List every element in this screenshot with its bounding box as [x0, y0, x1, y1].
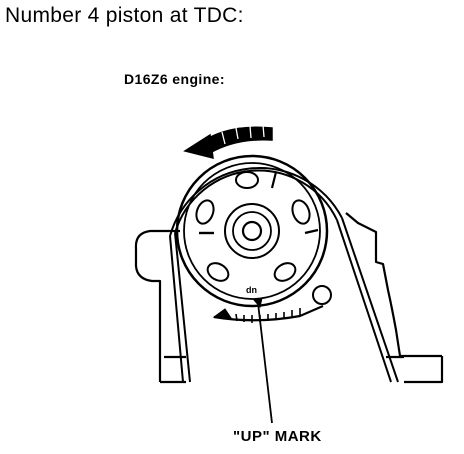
page-heading: Number 4 piston at TDC: [5, 4, 244, 27]
pulley-hole-icon [273, 262, 297, 282]
up-mark-callout: "UP" MARK [233, 428, 322, 445]
pulley-hole-icon [206, 262, 230, 282]
pulley-mark-text: dn [246, 285, 257, 295]
cylinder-head-outline [134, 212, 444, 384]
pulley-hole-icon [235, 171, 259, 189]
pulley-hole-icon [195, 199, 215, 225]
up-mark-leader [253, 297, 273, 424]
camshaft-pulley [175, 154, 329, 308]
timing-belt [169, 167, 399, 383]
timing-mark [270, 171, 278, 189]
timing-scale [212, 285, 332, 323]
rotation-arrow [183, 124, 273, 159]
timing-mark [304, 228, 319, 235]
pulley-hole-icon [291, 199, 311, 225]
engine-subheading: D16Z6 engine: [124, 71, 225, 87]
